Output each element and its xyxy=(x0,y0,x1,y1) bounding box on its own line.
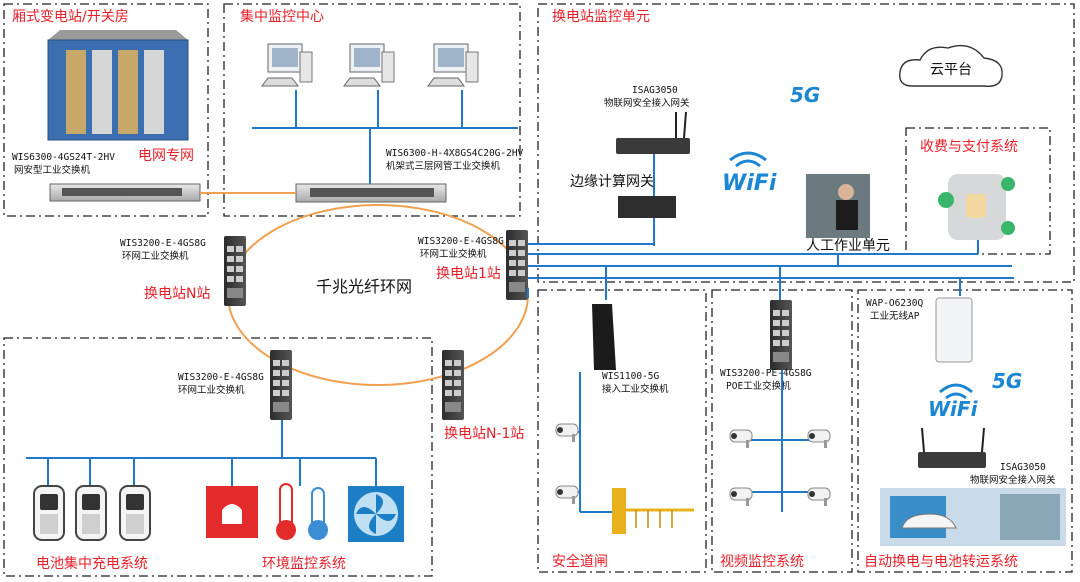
manual-unit-photo xyxy=(806,174,870,238)
wis6300-h-desc: 机架式三层网管工业交换机 xyxy=(386,160,501,172)
isag-bottom-desc: 物联网安全接入网关 xyxy=(970,474,1056,486)
wis6300-4gs-switch xyxy=(49,183,201,202)
charging-env-zone xyxy=(3,337,433,577)
ring-switch-bottom xyxy=(270,350,292,420)
gate-title: 安全道闸 xyxy=(552,553,608,570)
wis3200-1-model: WIS3200-E-4GS8G xyxy=(418,236,504,247)
edge-gateway-device xyxy=(618,196,676,218)
substation-zone xyxy=(3,3,209,217)
wis1100-desc: 接入工业交换机 xyxy=(602,383,669,395)
station-1-label: 换电站1站 xyxy=(436,265,501,282)
wis3200-bottom-model: WIS3200-E-4GS8G xyxy=(178,372,264,383)
ring-switch-n1 xyxy=(442,350,464,420)
video-camera xyxy=(729,429,753,449)
thermometer-icon xyxy=(276,483,328,540)
fan-icon xyxy=(348,486,404,542)
wis6300-4gs-model: WIS6300-4GS24T-2HV xyxy=(12,152,115,163)
station-monitor-title: 换电站监控单元 xyxy=(552,8,650,25)
cloud-label: 云平台 xyxy=(930,62,972,78)
video-camera xyxy=(807,487,831,507)
wis3200-n-desc: 环网工业交换机 xyxy=(122,250,189,262)
ev-charger xyxy=(119,485,151,541)
charging-title: 电池集中充电系统 xyxy=(36,555,148,572)
isag-bottom-gateway xyxy=(918,427,986,468)
wifi-icon: WiFi xyxy=(722,151,777,196)
battery-swap-station xyxy=(880,488,1066,546)
video-title: 视频监控系统 xyxy=(720,554,804,570)
station-monitor-zone xyxy=(537,3,1075,283)
poe-switch xyxy=(770,300,792,370)
isag-top-gateway xyxy=(616,111,690,154)
gate-zone xyxy=(537,289,707,573)
swap-title: 自动换电与电池转运系统 xyxy=(864,553,1018,570)
wis6300-h-model: WIS6300-H-4X8GS4C20G-2HV xyxy=(386,148,524,159)
ring-switch-1 xyxy=(506,230,528,300)
monitoring-bus-lines xyxy=(252,90,518,184)
ring-label: 千兆光纤环网 xyxy=(316,277,412,296)
ring-switch-n xyxy=(224,236,246,306)
svg-text:WiFi: WiFi xyxy=(722,171,777,196)
station-n-label: 换电站N站 xyxy=(144,285,210,302)
wis1100-model: WIS1100-5G xyxy=(602,371,659,382)
wis3200-bottom-desc: 环网工业交换机 xyxy=(178,384,245,396)
isag-top-model: ISAG3050 xyxy=(632,85,678,96)
isag-top-desc: 物联网安全接入网关 xyxy=(604,97,690,109)
isag-bottom-model: ISAG3050 xyxy=(1000,462,1046,473)
wireless-ap xyxy=(935,297,973,363)
gate-camera xyxy=(555,485,579,505)
station-n1-label: 换电站N-1站 xyxy=(444,425,524,442)
env-bus-drops xyxy=(47,458,377,486)
wis6300-h-switch xyxy=(295,183,447,203)
ev-charger xyxy=(33,485,65,541)
barrier-gate xyxy=(612,488,694,534)
video-camera xyxy=(729,487,753,507)
manual-unit-label: 人工作业单元 xyxy=(806,238,890,254)
monitoring-center-title: 集中监控中心 xyxy=(240,8,324,25)
video-bus-lines xyxy=(750,370,812,512)
alarm-icon xyxy=(206,486,258,538)
wap-desc: 工业无线AP xyxy=(870,310,920,322)
video-zone xyxy=(711,289,853,573)
substation-cabinet-image xyxy=(47,30,189,141)
substation-title: 厢式变电站/开关房 xyxy=(12,9,129,25)
svg-text:WiFi: WiFi xyxy=(928,397,979,421)
station-bus-lines xyxy=(527,240,1014,300)
wap-model: WAP-O6230Q xyxy=(866,298,923,309)
monitoring-center-zone xyxy=(223,3,521,217)
ev-charger xyxy=(75,485,107,541)
wis6300-4gs-desc: 网安型工业交换机 xyxy=(14,164,91,176)
grid-private-label: 电网专网 xyxy=(138,148,194,164)
swap-fiveg-icon: 5G xyxy=(992,369,1022,393)
fiveg-icon: 5G xyxy=(790,83,820,107)
payment-icon xyxy=(938,174,1015,240)
pc-icon xyxy=(261,43,479,87)
edge-gateway-label: 边缘计算网关 xyxy=(570,174,654,190)
payment-title: 收费与支付系统 xyxy=(920,139,1018,155)
swap-wifi-icon: WiFi xyxy=(928,383,979,421)
gate-camera xyxy=(555,423,579,443)
wis3200-n-model: WIS3200-E-4GS8G xyxy=(120,238,206,249)
environment-title: 环境监控系统 xyxy=(262,556,346,572)
wis1100-switch xyxy=(592,304,616,370)
wis3200-poe-model: WIS3200-PE-4GS8G xyxy=(720,368,812,379)
wis3200-1-desc: 环网工业交换机 xyxy=(420,248,487,260)
wis3200-poe-desc: POE工业交换机 xyxy=(726,380,791,392)
cloud-icon xyxy=(899,44,1003,87)
video-camera xyxy=(807,429,831,449)
swap-zone xyxy=(857,289,1073,573)
